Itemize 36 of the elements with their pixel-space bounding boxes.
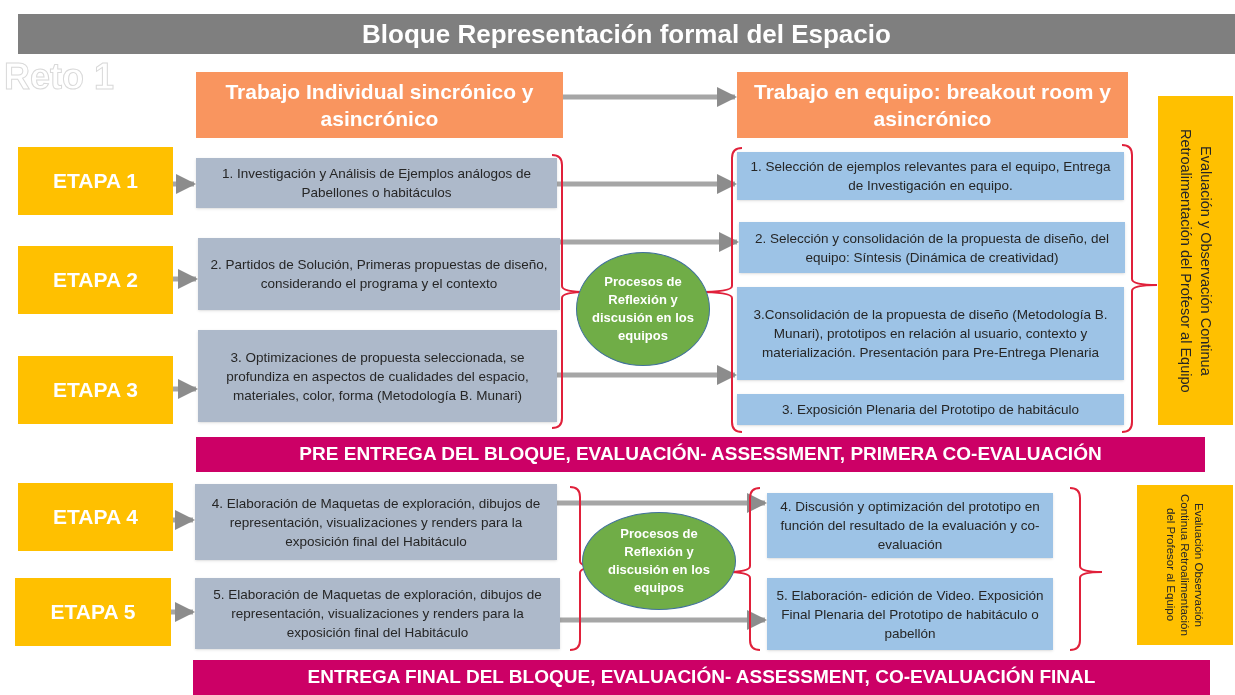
task-box: 5. Elaboración de Maquetas de exploración, dibujos de representación, visualizaciones y renders para la exposición final del Habitáculo xyxy=(195,578,560,649)
header-box: Trabajo en equipo: breakout room y asincrónico xyxy=(737,72,1128,138)
title-bar: Bloque Representación formal del Espacio xyxy=(18,14,1235,54)
team-task-box: 4. Discusión y optimización del prototipo en función del resultado de la evaluación y co-evaluación xyxy=(767,493,1053,558)
process-circle: Procesos de Reflexión y discusión en los equipos xyxy=(576,252,710,366)
arrow xyxy=(173,379,198,399)
task-box: 4. Elaboración de Maquetas de exploración, dibujos de representación, visualizaciones y renders para la exposición final del Habitáculo xyxy=(195,484,557,560)
process-circle: Procesos de Reflexión y discusión en los equipos xyxy=(582,512,736,610)
stage-box: ETAPA 1 xyxy=(18,147,173,215)
arrow xyxy=(557,365,737,385)
arrow xyxy=(563,87,737,107)
arrow xyxy=(560,610,767,630)
task-box: 2. Partidos de Solución, Primeras propuestas de diseño, considerando el programa y el contexto xyxy=(198,238,560,310)
team-task-box: 3.Consolidación de la propuesta de diseño (Metodología B. Munari), prototipos en relación al usuario, contexto y materialización. Presentación para Pre-Entrega Plenaria xyxy=(737,287,1124,380)
stage-box: ETAPA 5 xyxy=(15,578,171,646)
stage-box: ETAPA 3 xyxy=(18,356,173,424)
evaluation-box: Evaluación y Observación Continua Retroalimentación del Profesor al Equipo xyxy=(1158,96,1233,425)
team-task-box: 1. Selección de ejemplos relevantes para el equipo, Entrega de Investigación en equipo. xyxy=(737,152,1124,200)
team-task-box: 5. Elaboración- edición de Video. Exposición Final Plenaria del Prototipo de habitáculo o pabellón xyxy=(767,578,1053,650)
arrow xyxy=(173,510,195,530)
team-task-box: 3. Exposición Plenaria del Prototipo de habitáculo xyxy=(737,394,1124,425)
arrow xyxy=(557,493,767,513)
arrow xyxy=(171,602,195,622)
task-box: 1. Investigación y Análisis de Ejemplos análogos de Pabellones o habitáculos xyxy=(196,158,557,208)
evaluation-box: Evaluación Observación Continua Retroalimentación del Profesor al Equipo xyxy=(1137,485,1233,645)
header-box: Trabajo Individual sincrónico y asincrónico xyxy=(196,72,563,138)
milestone-band: ENTREGA FINAL DEL BLOQUE, EVALUACIÓN- ASSESSMENT, CO-EVALUACIÓN FINAL xyxy=(193,660,1210,695)
task-box: 3. Optimizaciones de propuesta seleccionada, se profundiza en aspectos de cualidades del espacio, materiales, color, forma (Metodología B. Munari) xyxy=(198,330,557,422)
stage-box: ETAPA 4 xyxy=(18,483,173,551)
stage-box: ETAPA 2 xyxy=(18,246,173,314)
arrow xyxy=(557,174,737,194)
arrow xyxy=(173,269,198,289)
milestone-band: PRE ENTREGA DEL BLOQUE, EVALUACIÓN- ASSESSMENT, PRIMERA CO-EVALUACIÓN xyxy=(196,437,1205,472)
team-task-box: 2. Selección y consolidación de la propuesta de diseño, del equipo: Síntesis (Dinámica de creatividad) xyxy=(739,222,1125,273)
arrow xyxy=(173,174,196,194)
arrow xyxy=(560,232,739,252)
